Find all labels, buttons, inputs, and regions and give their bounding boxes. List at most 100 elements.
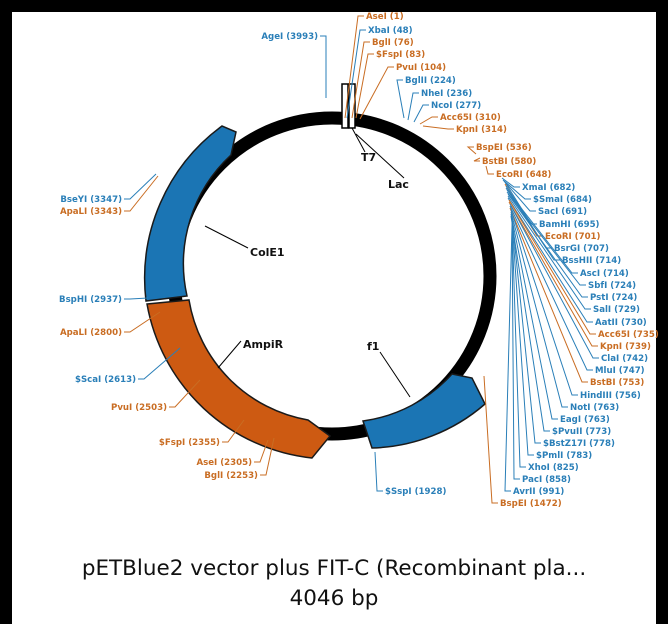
label-t7: T7 bbox=[361, 151, 376, 164]
restriction-site-label[interactable]: HindIII (756) bbox=[580, 391, 641, 401]
restriction-site-label[interactable]: BglII (224) bbox=[405, 76, 456, 86]
restriction-site-label[interactable]: ApaLI (3343) bbox=[60, 207, 122, 217]
restriction-site-label[interactable]: BsrGI (707) bbox=[554, 244, 609, 254]
site-leader-line bbox=[260, 437, 275, 476]
restriction-site-label[interactable]: PacI (858) bbox=[522, 475, 571, 485]
restriction-site-label[interactable]: AvrII (991) bbox=[513, 487, 564, 497]
restriction-site-label[interactable]: $ScaI (2613) bbox=[75, 375, 136, 385]
site-leader-line bbox=[511, 223, 520, 480]
plasmid-size: 4046 bp bbox=[289, 586, 379, 611]
restriction-site-label[interactable]: BspEI (1472) bbox=[500, 499, 562, 509]
restriction-site-label[interactable]: $SspI (1928) bbox=[385, 487, 446, 497]
site-leaders bbox=[124, 15, 599, 504]
site-leader-line bbox=[124, 297, 149, 300]
f1-connector bbox=[379, 351, 411, 398]
site-leader-line bbox=[222, 419, 245, 443]
site-leader-line bbox=[169, 379, 201, 408]
restriction-site-label[interactable]: $PmlI (783) bbox=[536, 451, 592, 461]
restriction-site-label[interactable]: BglI (2253) bbox=[204, 471, 258, 481]
restriction-site-label[interactable]: AseI (1) bbox=[366, 12, 404, 22]
restriction-site-label[interactable]: $PvuII (773) bbox=[552, 427, 611, 437]
site-leader-line bbox=[502, 179, 531, 200]
restriction-site-label[interactable]: $SmaI (684) bbox=[533, 195, 592, 205]
site-leader-line bbox=[351, 41, 370, 119]
label-cole1: ColE1 bbox=[250, 246, 285, 259]
lac-connector bbox=[355, 133, 405, 179]
restriction-site-label[interactable]: BamHI (695) bbox=[539, 220, 600, 230]
site-leader-line bbox=[422, 125, 454, 130]
site-leader-line bbox=[506, 191, 586, 286]
restriction-site-label[interactable]: NcoI (277) bbox=[431, 101, 481, 111]
restriction-site-label[interactable]: ApaLI (2800) bbox=[60, 328, 122, 338]
restriction-site-label[interactable]: $FspI (83) bbox=[376, 50, 425, 60]
feature-f1[interactable] bbox=[362, 373, 486, 449]
ampir-connector bbox=[217, 340, 242, 369]
restriction-site-label[interactable]: PvuI (104) bbox=[396, 63, 446, 73]
site-leader-line bbox=[407, 92, 419, 121]
site-leader-line bbox=[355, 53, 374, 119]
restriction-site-label[interactable]: EcoRI (701) bbox=[545, 232, 601, 242]
restriction-site-label[interactable]: XbaI (48) bbox=[368, 26, 413, 36]
restriction-site-label[interactable]: $BstZ17I (778) bbox=[543, 439, 615, 449]
restriction-site-label[interactable]: BstBI (580) bbox=[482, 157, 536, 167]
restriction-site-label[interactable]: BseYI (3347) bbox=[60, 195, 122, 205]
site-leader-line bbox=[504, 225, 513, 492]
site-leader-line bbox=[510, 211, 568, 408]
site-leader-line bbox=[254, 439, 269, 463]
site-leader-line bbox=[511, 217, 541, 444]
site-leader-line bbox=[419, 116, 438, 125]
site-leader-line bbox=[509, 203, 599, 359]
restriction-site-label[interactable]: MluI (747) bbox=[595, 366, 645, 376]
plasmid-title: pETBlue2 vector plus FIT-C (Recombinant … bbox=[81, 556, 587, 581]
restriction-site-label[interactable]: Acc65I (310) bbox=[440, 113, 501, 123]
restriction-site-label[interactable]: XhoI (825) bbox=[528, 463, 579, 473]
site-leader-line bbox=[124, 173, 157, 200]
restriction-site-label[interactable]: AatII (730) bbox=[595, 318, 647, 328]
restriction-site-label[interactable]: BspEI (536) bbox=[476, 143, 532, 153]
restriction-site-label[interactable]: AseI (2305) bbox=[196, 458, 252, 468]
site-leader-line bbox=[506, 189, 578, 274]
site-leader-line bbox=[359, 66, 394, 120]
site-leader-line bbox=[346, 29, 366, 119]
site-leader-line bbox=[124, 311, 161, 333]
restriction-site-label[interactable]: BglI (76) bbox=[372, 38, 414, 48]
site-leader-line bbox=[507, 193, 588, 298]
restriction-site-label[interactable]: AgeI (3993) bbox=[261, 32, 318, 42]
restriction-site-label[interactable]: SacI (691) bbox=[538, 207, 587, 217]
restriction-site-label[interactable]: KpnI (314) bbox=[456, 125, 507, 135]
restriction-site-label[interactable]: EagI (763) bbox=[560, 415, 610, 425]
restriction-site-label[interactable]: Acc65I (735) bbox=[598, 330, 659, 340]
site-leader-line bbox=[510, 215, 550, 432]
site-leader-line bbox=[509, 205, 593, 371]
site-labels: AseI (1) XbaI (48) BglI (76) $FspI (83) PvuI… bbox=[59, 12, 659, 509]
site-leader-line bbox=[507, 195, 591, 310]
restriction-site-label[interactable]: $FspI (2355) bbox=[159, 438, 220, 448]
site-leader-line bbox=[508, 201, 598, 347]
label-lac: Lac bbox=[388, 178, 409, 191]
site-leader-line bbox=[509, 207, 588, 383]
restriction-site-label[interactable]: NheI (236) bbox=[421, 89, 472, 99]
feature-cole1[interactable] bbox=[143, 125, 237, 302]
feature-ampir[interactable] bbox=[146, 299, 332, 459]
site-leader-line bbox=[138, 347, 181, 380]
restriction-site-label[interactable]: PvuI (2503) bbox=[111, 403, 167, 413]
restriction-site-label[interactable]: SbfI (724) bbox=[588, 281, 636, 291]
site-leader-line bbox=[501, 177, 520, 188]
site-leader-line bbox=[507, 197, 593, 323]
restriction-site-label[interactable]: AscI (714) bbox=[580, 269, 629, 279]
restriction-site-label[interactable]: BstBI (753) bbox=[590, 378, 644, 388]
site-leader-line bbox=[396, 79, 405, 119]
restriction-site-label[interactable]: NotI (763) bbox=[570, 403, 619, 413]
restriction-site-label[interactable]: BssHII (714) bbox=[562, 256, 621, 266]
feature-t7[interactable] bbox=[341, 83, 366, 153]
restriction-site-label[interactable]: EcoRI (648) bbox=[496, 170, 552, 180]
restriction-site-label[interactable]: SalI (729) bbox=[593, 305, 640, 315]
cole1-connector bbox=[204, 225, 249, 249]
site-leader-line bbox=[510, 209, 578, 396]
restriction-site-label[interactable]: KpnI (739) bbox=[600, 342, 651, 352]
restriction-site-label[interactable]: BspHI (2937) bbox=[59, 295, 122, 305]
restriction-site-label[interactable]: XmaI (682) bbox=[522, 183, 575, 193]
restriction-site-label[interactable]: ClaI (742) bbox=[601, 354, 648, 364]
restriction-site-label[interactable]: PstI (724) bbox=[590, 293, 637, 303]
